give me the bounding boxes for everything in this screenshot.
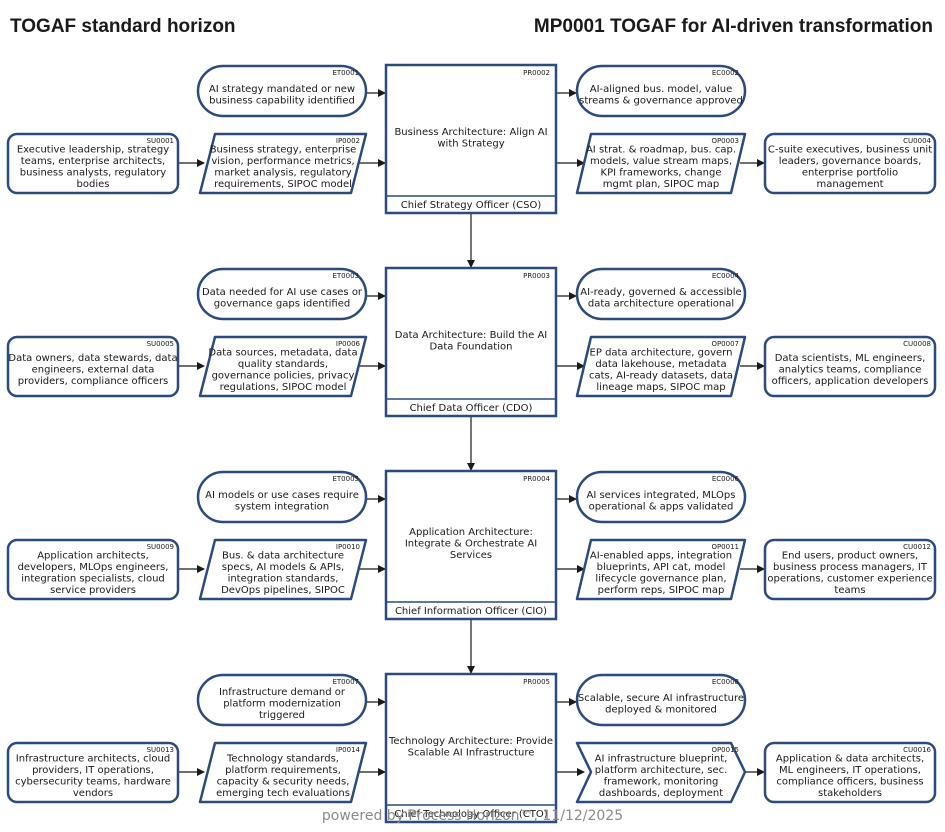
trigger-shape (196, 673, 368, 727)
customer-text: Data scientists, ML engineers,analytics … (772, 353, 929, 387)
customer-code: CU0004 (903, 137, 931, 145)
input-shape (198, 538, 368, 601)
process-owner: Chief Technology Officer (CTO) (394, 809, 547, 820)
trigger-code: ET0005 (332, 475, 359, 483)
trigger-code: ET0003 (332, 272, 359, 280)
process-title: Application Architecture:Integrate & Orc… (405, 527, 537, 561)
process-owner: Chief Strategy Officer (CSO) (401, 200, 542, 211)
customer-shape (763, 132, 937, 195)
process-code: PR0002 (523, 69, 550, 77)
trigger-code: ET0001 (332, 69, 359, 77)
input-code: IP0010 (336, 543, 360, 551)
supplier-code: SU0005 (147, 340, 174, 348)
output-code: OP0003 (711, 137, 739, 145)
connector-layer (178, 89, 765, 776)
output-code: OP0015 (711, 746, 739, 754)
input-text: Technology standards,platform requiremen… (216, 753, 350, 799)
result-shape (575, 470, 747, 524)
input-code: IP0014 (336, 746, 361, 754)
customer-shape (763, 335, 937, 398)
customer-code: CU0008 (903, 340, 931, 348)
result-code: EC0008 (712, 678, 739, 686)
supplier-shape (6, 741, 180, 804)
result-code: EC0002 (712, 69, 739, 77)
output-shape (575, 538, 747, 601)
supplier-text: Application architects,developers, MLOps… (18, 550, 169, 596)
input-shape (198, 132, 368, 195)
supplier-shape (6, 538, 180, 601)
customer-text: Application & data architects,ML enginee… (776, 753, 924, 799)
result-code: EC0006 (712, 475, 740, 483)
supplier-shape (6, 132, 180, 195)
trigger-code: ET0007 (332, 678, 359, 686)
output-shape (575, 132, 747, 195)
process-box (384, 469, 558, 621)
customer-text: End users, product owners,business proce… (767, 550, 932, 596)
output-shape (575, 335, 747, 398)
input-code: IP0006 (336, 340, 361, 348)
supplier-code: SU0001 (147, 137, 174, 145)
trigger-shape (196, 64, 368, 118)
process-owner: Chief Information Officer (CIO) (395, 606, 547, 617)
supplier-shape (6, 335, 180, 398)
output-text: AI strat. & roadmap, bus. cap.models, va… (586, 144, 736, 190)
supplier-code: SU0009 (147, 543, 174, 551)
output-code: OP0011 (711, 543, 739, 551)
process-box (384, 672, 558, 824)
result-shape (575, 673, 747, 727)
process-code: PR0004 (523, 475, 550, 483)
right-title: MP0001 TOGAF for AI-driven transformatio… (533, 16, 933, 37)
input-shape (198, 335, 368, 398)
customer-shape (763, 741, 937, 804)
output-code: OP0007 (711, 340, 739, 348)
left-title: TOGAF standard horizon (10, 16, 236, 37)
customer-shape (763, 538, 937, 601)
process-code: PR0003 (523, 272, 550, 280)
input-code: IP0002 (336, 137, 360, 145)
process-box (384, 63, 558, 215)
output-shape (575, 741, 747, 804)
output-text: AI infrastructure blueprint,platform arc… (595, 753, 728, 799)
result-shape (575, 64, 747, 118)
supplier-code: SU0013 (147, 746, 174, 754)
customer-code: CU0012 (903, 543, 931, 551)
input-shape (198, 741, 368, 804)
process-code: PR0005 (523, 678, 550, 686)
result-code: EC0004 (712, 272, 740, 280)
process-box (384, 266, 558, 418)
process-owner: Chief Data Officer (CDO) (410, 403, 533, 414)
customer-code: CU0016 (903, 746, 931, 754)
result-shape (575, 267, 747, 321)
trigger-shape (196, 470, 368, 524)
footer-credit: powered by Process Horizon™, 11/12/2025 (321, 808, 624, 824)
trigger-shape (196, 267, 368, 321)
